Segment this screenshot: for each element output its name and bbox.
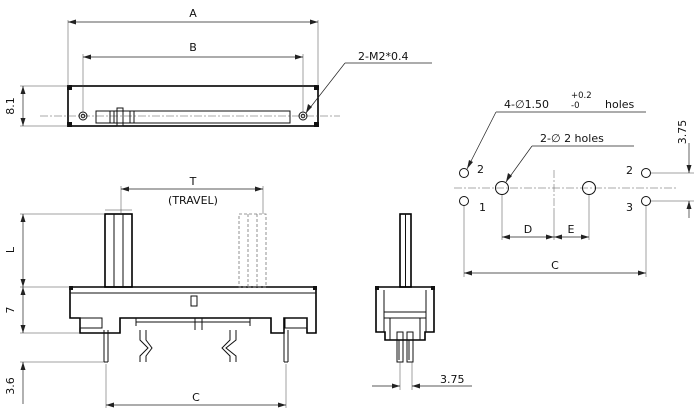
- dim-label-c-pcb: C: [551, 259, 559, 272]
- top-view: A B 2-M2*0.4 8.1: [4, 7, 432, 127]
- hole-small-left-top: [459, 168, 469, 178]
- dim-label-travel: (TRAVEL): [168, 194, 218, 207]
- actuator-lever: [104, 213, 133, 288]
- front-mark: [190, 295, 198, 307]
- side-pin-left: [396, 331, 404, 363]
- dim-label-seven: 7: [4, 307, 17, 314]
- hole-large-left: [495, 181, 509, 195]
- front-view: T (TRAVEL) L 7 3.6 C: [4, 175, 317, 408]
- hole-small-left-bottom: [459, 196, 469, 206]
- holes-small-tol-minus: -0: [571, 101, 579, 111]
- pcb-layout: 2 1 2 3 4-∅1.50 +0.2 -0 holes 2-∅ 2 hole…: [454, 91, 694, 277]
- hole-large-right: [582, 181, 596, 195]
- front-foot-left: [79, 317, 103, 329]
- dim-label-height-top: 8.1: [4, 97, 17, 115]
- side-body-outline: [375, 286, 435, 341]
- corner-mark: [67, 85, 72, 90]
- dim-label-c-front: C: [192, 391, 200, 404]
- side-view: 3.75: [372, 213, 472, 390]
- thread-label: 2-M2*0.4: [358, 50, 408, 63]
- mounting-hole-right-inner: [300, 113, 306, 119]
- corner-mark: [67, 122, 72, 127]
- dim-label-t: T: [189, 175, 197, 188]
- dim-label-pin-length: 3.6: [4, 377, 17, 395]
- hole-small-right-top: [641, 168, 651, 178]
- pin-label-left-bottom: 1: [479, 201, 486, 214]
- dim-label-pitch: 3.75: [676, 120, 689, 145]
- thread-leader: [305, 62, 346, 114]
- mounting-hole-left-inner: [80, 113, 86, 119]
- dim-label-d: D: [524, 223, 532, 236]
- pin-label-left-top: 2: [477, 163, 484, 176]
- dim-label-l: L: [4, 246, 17, 253]
- holes-small-label: 4-∅1.50: [504, 98, 549, 111]
- holes-small-tol-plus: +0.2: [571, 91, 592, 101]
- front-body-outline: [69, 286, 317, 334]
- corner-mark: [314, 85, 319, 90]
- lever-top: [109, 110, 135, 124]
- pin-front-center-left: [139, 330, 149, 362]
- dim-label-a: A: [189, 7, 197, 20]
- front-foot-right: [284, 317, 308, 329]
- pin-front-center-right: [221, 330, 231, 362]
- actuator-lever-end-position: [238, 213, 267, 288]
- lever-knob: [116, 107, 124, 127]
- pin-label-right-top: 2: [626, 164, 633, 177]
- side-pin-right: [406, 331, 414, 363]
- holes-small-word: holes: [605, 98, 635, 111]
- pin-label-right-bottom: 3: [626, 201, 633, 214]
- dim-label-b: B: [189, 41, 197, 54]
- hole-small-right-bottom: [641, 196, 651, 206]
- dim-label-side-width: 3.75: [440, 373, 465, 386]
- holes-large-label: 2-∅ 2 holes: [540, 132, 604, 145]
- top-body-outline: [67, 85, 319, 127]
- slot-outline: [95, 110, 291, 124]
- corner-mark: [314, 122, 319, 127]
- dim-label-e: E: [568, 223, 575, 236]
